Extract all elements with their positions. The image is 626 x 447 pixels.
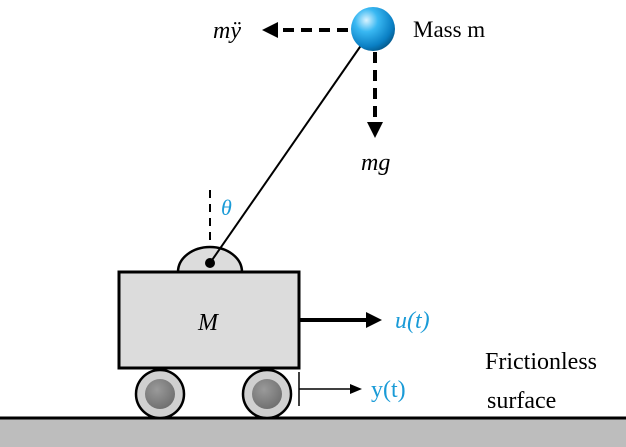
displacement-label: y(t) [371, 377, 406, 403]
inertial-force-label: mÿ [213, 18, 241, 44]
right-wheel [241, 368, 293, 420]
pendulum-rod [209, 43, 363, 264]
pivot-point [205, 258, 215, 268]
ground [0, 418, 626, 447]
gravity-arrow [367, 52, 383, 138]
gravity-label: mg [361, 150, 390, 176]
angle-label: θ [221, 195, 232, 220]
input-force-arrow [300, 312, 382, 328]
input-force-label: u(t) [395, 308, 430, 334]
surface-label-line1: Frictionless [485, 349, 597, 375]
inertial-force-arrow [262, 22, 348, 38]
mass-label: Mass m [413, 17, 485, 42]
displacement-arrow [298, 372, 362, 406]
surface-label-line2: surface [487, 388, 556, 414]
left-wheel [134, 368, 186, 420]
pendulum-ball [351, 7, 395, 51]
cart-mass-label: M [197, 310, 220, 336]
cart-body [117, 270, 301, 370]
